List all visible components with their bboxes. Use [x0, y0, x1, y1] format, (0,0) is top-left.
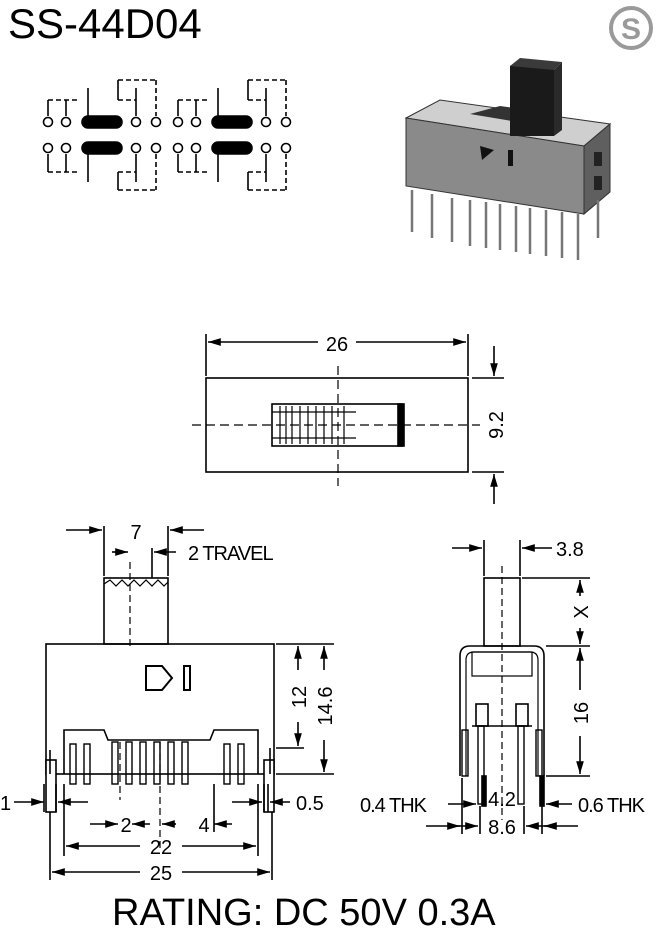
side-x-label: X [571, 605, 593, 618]
side-thk-left-label: 0.4 THK [360, 795, 428, 817]
side-knob-label: 3.8 [556, 539, 584, 561]
pin-thk-right-label: 0.5 [296, 793, 324, 815]
side-view [426, 540, 590, 834]
pin-schematic [42, 79, 292, 191]
front-knob-width-label: 7 [130, 522, 141, 544]
front-view [14, 526, 334, 880]
top-view [192, 334, 504, 504]
schematic-bottom-left [42, 141, 162, 191]
side-thk-right-label: 0.6 THK [578, 795, 646, 817]
side-pin-span-label: 4.2 [488, 789, 516, 811]
front-view-knob [103, 577, 169, 645]
pitch-label: 2 [120, 815, 131, 837]
product-photo [404, 58, 612, 260]
schematic-bottom-right [172, 141, 292, 191]
brand-logo: S [609, 6, 653, 50]
travel-label: 2 TRAVEL [188, 543, 274, 565]
schematic-top-right [172, 79, 292, 129]
front-height-label-a: 12 [289, 686, 311, 708]
top-view-width-label: 26 [326, 334, 348, 356]
front-height-label-b: 14.6 [315, 687, 337, 726]
width-25-label: 25 [150, 863, 172, 885]
side-width-label: 8.6 [488, 817, 516, 839]
schematic-top-left [42, 79, 162, 129]
svg-text:S: S [621, 13, 641, 46]
span-label: 4 [198, 815, 209, 837]
side-height-label: 16 [571, 702, 593, 724]
width-22-label: 22 [150, 837, 172, 859]
pin-thk-left-label: 1 [0, 793, 11, 815]
rating-text: RATING: DC 50V 0.3A [112, 892, 496, 934]
top-view-height-label: 9.2 [486, 411, 508, 439]
part-number-title: SS-44D04 [8, 0, 202, 47]
